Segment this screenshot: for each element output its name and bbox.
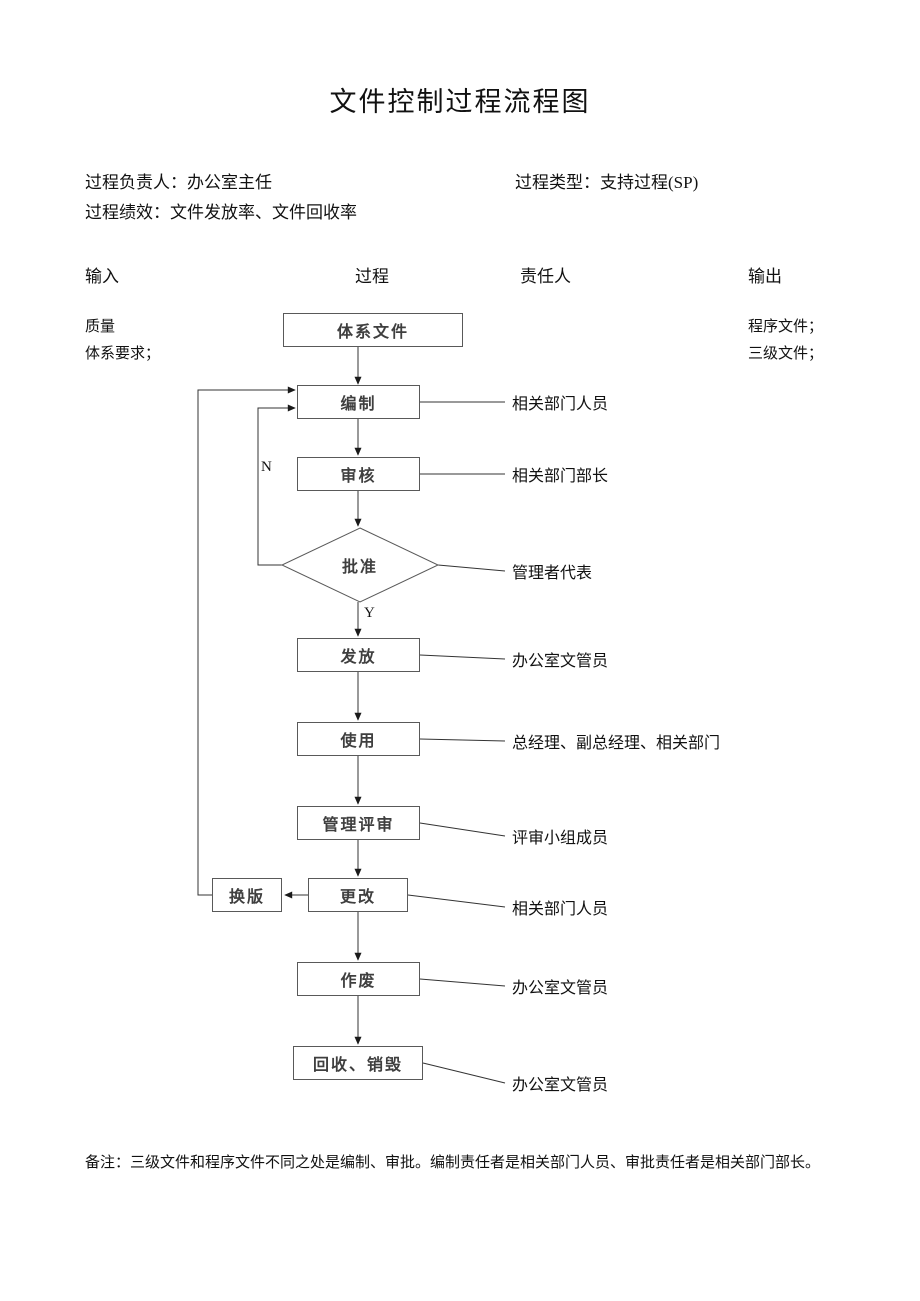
process-type: 过程类型：支持过程(SP) (515, 168, 698, 193)
note-text: 三级文件和程序文件不同之处是编制、审批。编制责任者是相关部门人员、审批责任者是相… (130, 1155, 821, 1171)
process-performance-label: 过程绩效： (85, 203, 170, 222)
output-item-third-level: 三级文件； (748, 346, 824, 362)
column-header-process: 过程 (355, 267, 389, 286)
flow-node-change: 更改 (308, 878, 408, 912)
page-title: 文件控制过程流程图 (329, 87, 591, 117)
column-header-responsible: 责任人 (520, 267, 571, 286)
flow-node-system-document: 体系文件 (283, 313, 463, 347)
process-type-value: 支持过程(SP) (600, 173, 699, 192)
process-performance: 过程绩效：文件发放率、文件回收率 (85, 198, 357, 223)
decision-approve-label: 批准 (341, 559, 379, 576)
responsible-management-review: 评审小组成员 (512, 830, 609, 847)
flow-node-issue: 发放 (297, 638, 420, 672)
responsible-approve: 管理者代表 (512, 565, 593, 582)
process-owner: 过程负责人：办公室主任 (85, 168, 272, 193)
decision-approve-diamond (280, 527, 440, 603)
flow-node-management-review: 管理评审 (297, 806, 420, 840)
flow-node-obsolete: 作废 (297, 962, 420, 996)
responsible-issue: 办公室文管员 (512, 653, 609, 670)
responsible-change: 相关部门人员 (512, 901, 609, 918)
process-owner-label: 过程负责人： (85, 173, 187, 192)
flow-node-review: 审核 (297, 457, 420, 491)
branch-label-no: N (260, 459, 273, 476)
responsible-draft: 相关部门人员 (512, 396, 609, 413)
responsible-use: 总经理、副总经理、相关部门 (512, 735, 721, 752)
input-item-quality: 质量 (85, 319, 116, 335)
output-item-procedure: 程序文件； (748, 319, 824, 335)
column-header-input: 输入 (85, 267, 119, 286)
flow-node-use: 使用 (297, 722, 420, 756)
responsible-review: 相关部门部长 (512, 468, 609, 485)
note-label: 备注： (85, 1155, 131, 1171)
flow-node-recycle-destroy: 回收、销毁 (293, 1046, 423, 1080)
flow-node-draft: 编制 (297, 385, 420, 419)
column-header-output: 输出 (748, 267, 782, 286)
flow-node-rework: 换版 (212, 878, 282, 912)
branch-label-yes: Y (363, 605, 376, 622)
process-owner-value: 办公室主任 (187, 173, 272, 192)
note: 备注： 三级文件和程序文件不同之处是编制、审批。编制责任者是相关部门人员、审批责… (85, 1148, 822, 1178)
process-performance-value: 文件发放率、文件回收率 (170, 203, 357, 222)
responsible-obsolete: 办公室文管员 (512, 980, 609, 997)
input-item-requirement: 体系要求； (85, 346, 161, 362)
process-type-label: 过程类型： (515, 173, 600, 192)
responsible-recycle-destroy: 办公室文管员 (512, 1077, 609, 1094)
